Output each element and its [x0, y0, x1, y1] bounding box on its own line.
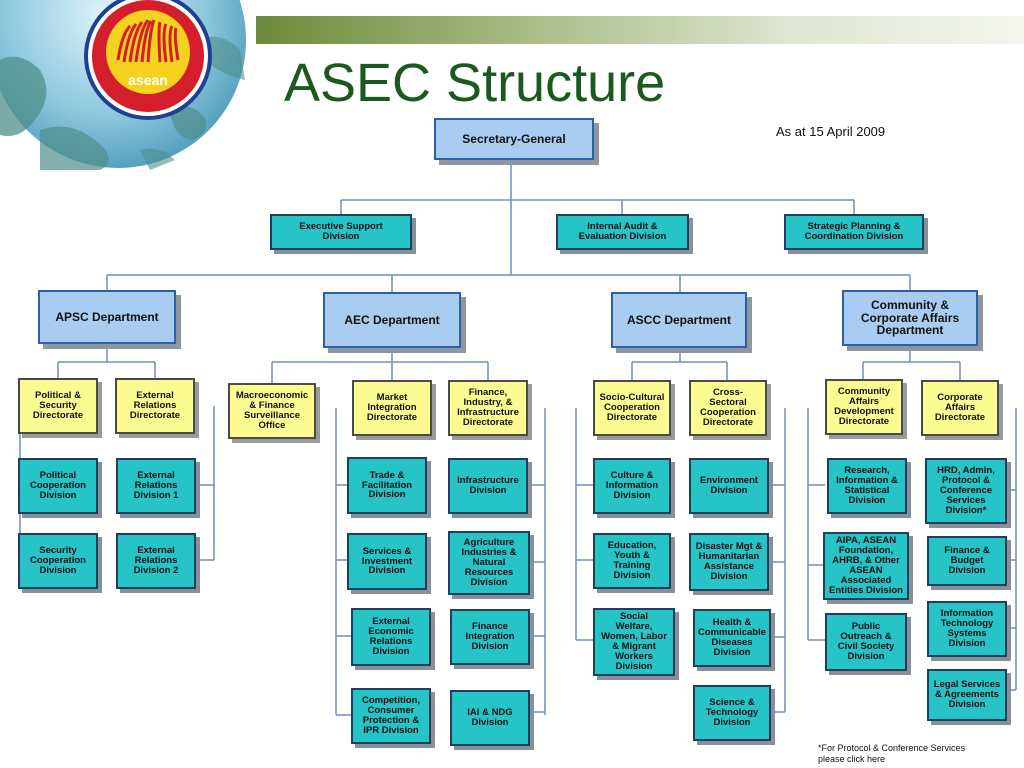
org-box-cross-sectoral-directorate: Cross- Sectoral Cooperation Directorate [689, 380, 767, 436]
as-at-date: As at 15 April 2009 [776, 124, 886, 139]
org-box-secretary-general: Secretary-General [434, 118, 594, 160]
org-box-fii-directorate: Finance, Industry, & Infrastructure Dire… [448, 380, 528, 436]
org-box-disaster-management-division: Disaster Mgt & Humanitarian Assistance D… [689, 533, 769, 591]
org-box-political-security-directorate: Political & Security Directorate [18, 378, 98, 434]
org-box-external-relations-directorate: External Relations Directorate [115, 378, 195, 434]
org-box-strategic-planning-division: Strategic Planning & Coordination Divisi… [784, 214, 924, 250]
org-box-infrastructure-division: Infrastructure Division [448, 458, 528, 514]
footnote-line-1[interactable]: *For Protocol & Conference Services [818, 743, 966, 753]
org-box-public-outreach-division: Public Outreach & Civil Society Division [825, 613, 907, 671]
org-box-social-welfare-division: Social Welfare, Women, Labor & Migrant W… [593, 608, 675, 676]
org-box-socio-cultural-directorate: Socio-Cultural Cooperation Directorate [593, 380, 671, 436]
org-box-environment-division: Environment Division [689, 458, 769, 514]
asean-logo-globe: asean [0, 0, 250, 170]
org-box-culture-information-division: Culture & Information Division [593, 458, 671, 514]
org-box-ccad-department: Community & Corporate Affairs Department [842, 290, 978, 346]
org-box-legal-services-division: Legal Services & Agreements Division [927, 669, 1007, 721]
org-box-ascc-department: ASCC Department [611, 292, 747, 348]
org-box-corporate-affairs-directorate: Corporate Affairs Directorate [921, 380, 999, 436]
slide-title: ASEC Structure [284, 53, 666, 113]
org-box-agriculture-division: Agriculture Industries & Natural Resourc… [448, 531, 530, 595]
org-box-external-economic-relations-division: External Economic Relations Division [351, 608, 431, 666]
org-box-aipa-foundation-division: AIPA, ASEAN Foundation, AHRB, & Other AS… [823, 532, 909, 600]
org-box-executive-support-division: Executive Support Division [270, 214, 412, 250]
org-box-aec-department: AEC Department [323, 292, 461, 348]
org-box-research-statistical-division: Research, Information & Statistical Divi… [827, 458, 907, 514]
org-box-trade-facilitation-division: Trade & Facilitation Division [347, 457, 427, 514]
org-box-science-technology-division: Science & Technology Division [693, 685, 771, 741]
org-box-apsc-department: APSC Department [38, 290, 176, 344]
org-box-internal-audit-division: Internal Audit & Evaluation Division [556, 214, 689, 250]
org-box-education-youth-division: Education, Youth & Training Division [593, 533, 671, 589]
org-box-iai-ndg-division: IAI & NDG Division [450, 690, 530, 746]
org-box-services-investment-division: Services & Investment Division [347, 533, 427, 590]
org-box-market-integration-directorate: Market Integration Directorate [352, 380, 432, 436]
footnote-line-2[interactable]: please click here [818, 754, 886, 764]
protocol-footnote-link[interactable]: *For Protocol & Conference Services plea… [818, 743, 965, 765]
org-box-political-cooperation-division: Political Cooperation Division [18, 458, 98, 514]
org-box-security-cooperation-division: Security Cooperation Division [18, 533, 98, 589]
logo-label: asean [128, 72, 168, 88]
org-box-community-affairs-directorate: Community Affairs Development Directorat… [825, 379, 903, 435]
org-box-external-relations-division-2: External Relations Division 2 [116, 533, 196, 589]
org-box-information-technology-division: Information Technology Systems Division [927, 601, 1007, 657]
title-accent-bar [256, 16, 1024, 44]
org-box-hrd-admin-protocol-division: HRD, Admin, Protocol & Conference Servic… [925, 458, 1007, 524]
org-box-macroeconomic-office: Macroeconomic & Finance Surveillance Off… [228, 383, 316, 439]
org-box-health-diseases-division: Health & Communicable Diseases Division [693, 609, 771, 667]
org-box-finance-integration-division: Finance Integration Division [450, 609, 530, 665]
org-box-finance-budget-division: Finance & Budget Division [927, 536, 1007, 586]
org-box-competition-ipr-division: Competition, Consumer Protection & IPR D… [351, 688, 431, 744]
org-box-external-relations-division-1: External Relations Division 1 [116, 458, 196, 514]
